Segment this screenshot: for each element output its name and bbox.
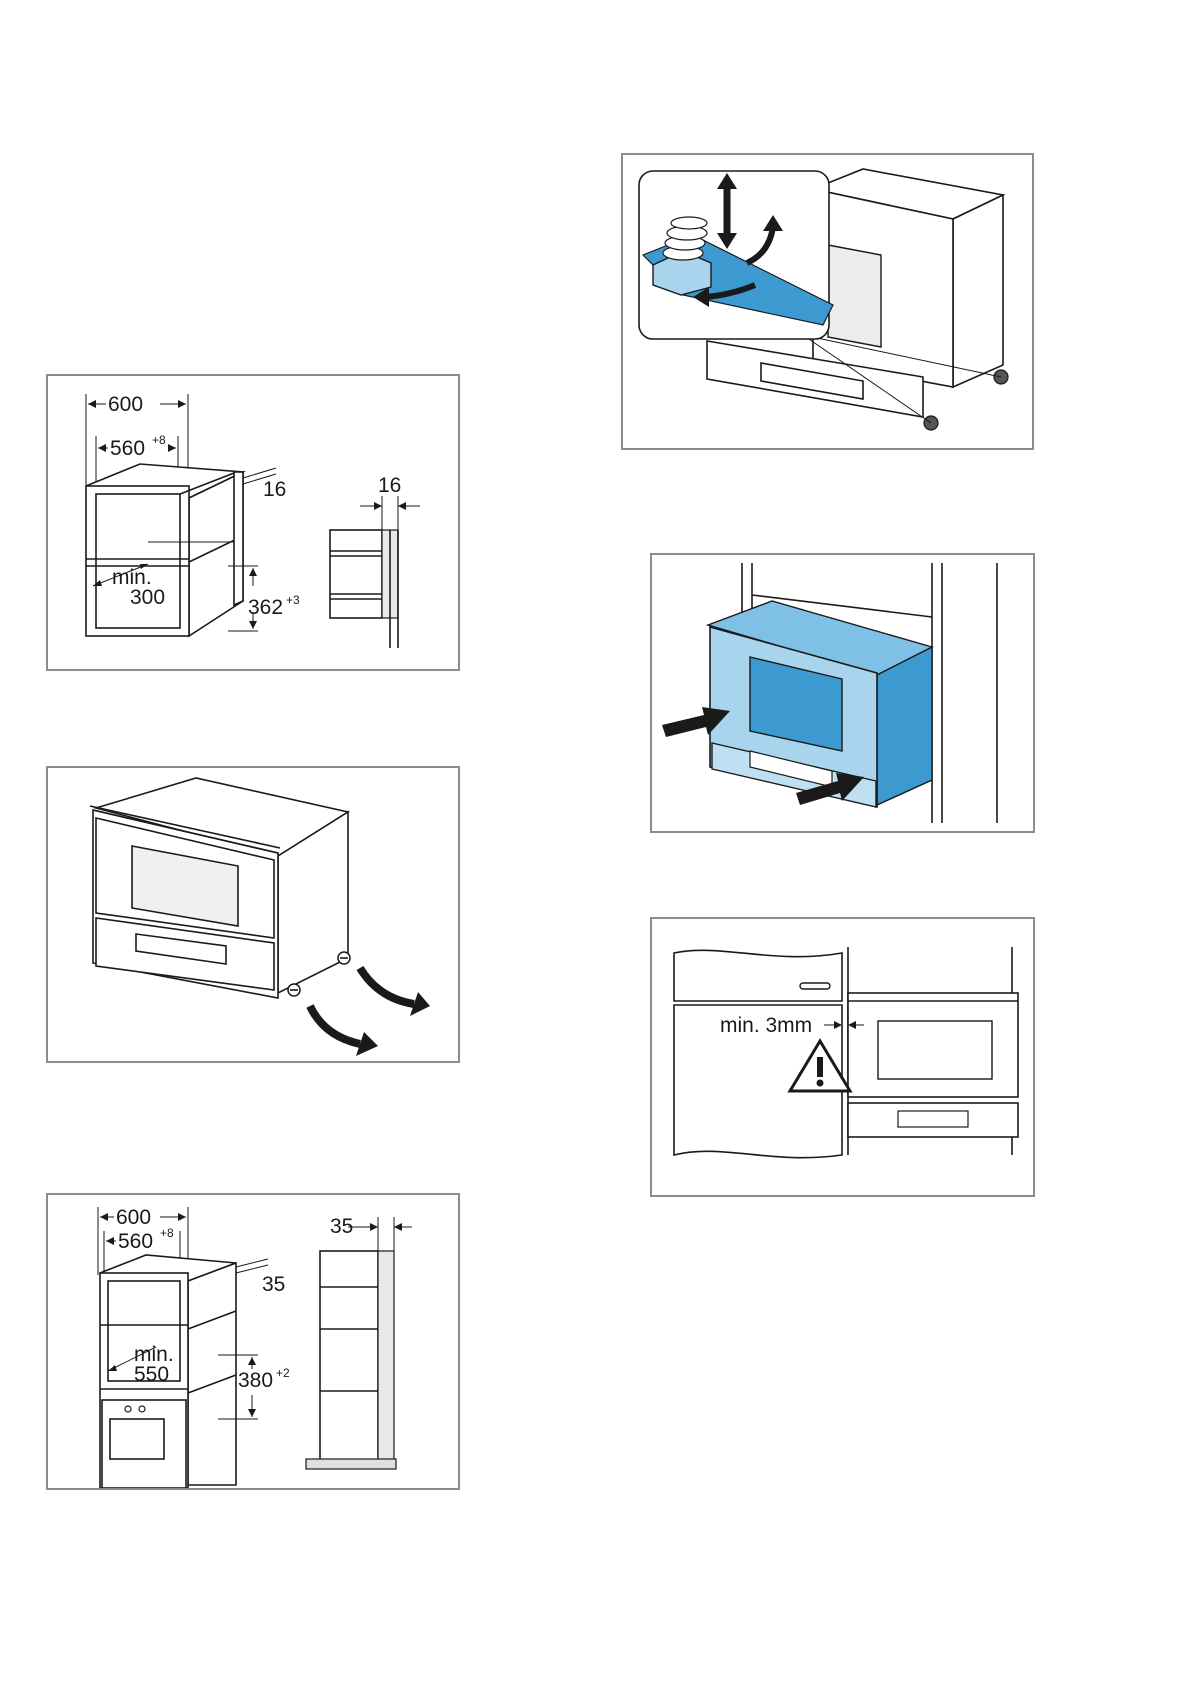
tall-cabinet-drawing: 600 560 +8 35 min. 550 380 +2 [48, 1195, 458, 1488]
dim-35: 35 [262, 1273, 285, 1296]
dim-380: 380 [238, 1369, 273, 1392]
curved-arrow-icon [360, 968, 414, 1004]
figure-foot-adjustment [621, 153, 1034, 450]
curved-arrow-icon [310, 1006, 360, 1044]
side-dim-35: 35 [330, 1215, 353, 1238]
oven-drawing [48, 768, 458, 1061]
dim-16: 16 [263, 478, 286, 501]
dim-362-tolerance: +3 [286, 593, 300, 607]
dim-min-300: 300 [130, 586, 165, 609]
screw-icon [338, 952, 350, 964]
dim-600: 600 [116, 1206, 151, 1229]
insert-appliance-drawing [652, 555, 1033, 831]
dim-362: 362 [248, 596, 283, 619]
dim-min-550: 550 [134, 1363, 169, 1386]
dim-560-tolerance: +8 [160, 1226, 174, 1240]
dim-560: 560 [110, 437, 145, 460]
figure-tall-cabinet-dimensions-35: 600 560 +8 35 min. 550 380 +2 [46, 1193, 460, 1490]
gap-warning-drawing: min. 3mm [652, 919, 1033, 1195]
cabinet-drawing: 600 560 +8 16 min. 300 [48, 376, 458, 669]
dim-380-tolerance: +2 [276, 1366, 290, 1380]
foot-adjustment-drawing [623, 155, 1032, 448]
figure-insert-appliance [650, 553, 1035, 833]
gap-label: min. 3mm [720, 1014, 812, 1037]
figure-gap-warning: min. 3mm [650, 917, 1035, 1197]
dim-560-tolerance: +8 [152, 433, 166, 447]
dim-560: 560 [118, 1230, 153, 1253]
screw-icon [288, 984, 300, 996]
side-dim-16: 16 [378, 474, 401, 497]
figure-cabinet-dimensions-16: 600 560 +8 16 min. 300 [46, 374, 460, 671]
dim-600: 600 [108, 393, 143, 416]
figure-oven-remove-screws [46, 766, 460, 1063]
